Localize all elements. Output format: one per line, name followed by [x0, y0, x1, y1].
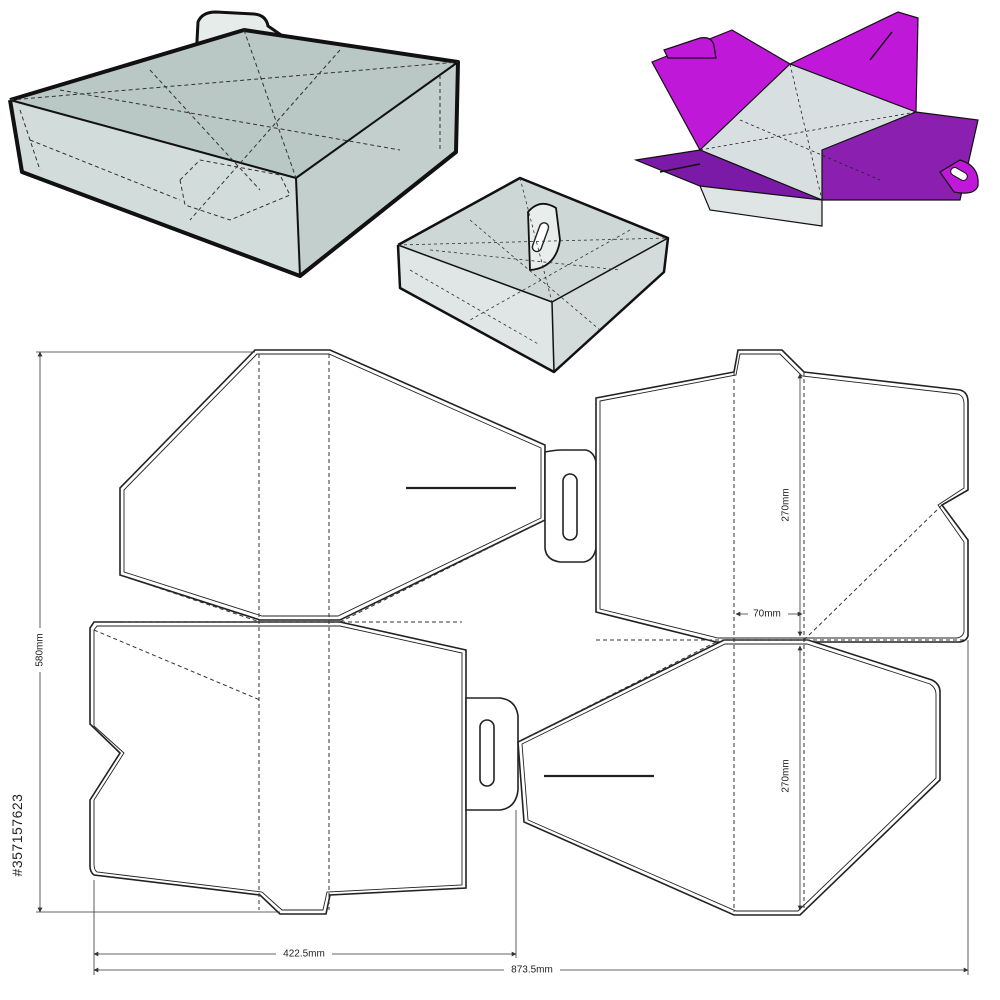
box-large-side [296, 62, 458, 276]
stock-id-label: #357157623 [2, 765, 32, 905]
dim-label-height-total: 580mm [35, 633, 46, 666]
dimension-labels: 580mm 270mm 270mm 70mm 422.5mm 873.5mm [30, 478, 794, 977]
box-3d-large [8, 10, 460, 278]
dieline-flat [89, 349, 969, 916]
box-small-side [552, 238, 668, 372]
dieline-panel-bottom-left [89, 621, 467, 915]
box-3d-small [396, 176, 670, 374]
dim-label-total-width: 873.5mm [511, 965, 553, 976]
dim-label-spine-width: 70mm [753, 609, 781, 620]
open-flap-front-right [821, 111, 979, 201]
dim-label-panel-bottom-height: 270mm [781, 759, 792, 792]
stock-id-text: #357157623 [9, 793, 25, 877]
dieline-panel-bottom-right [517, 639, 941, 916]
dieline-handle-lower-hole [479, 719, 495, 787]
dim-label-half-width: 422.5mm [283, 949, 325, 960]
dieline-fold-lines [93, 354, 964, 912]
dim-label-panel-top-height: 270mm [781, 488, 792, 521]
box-3d-open [633, 11, 979, 227]
box-small-front [398, 245, 554, 372]
dieline-panel-top-left [119, 349, 546, 621]
box-large-front [10, 100, 300, 276]
open-box-front [699, 185, 823, 227]
dieline-handle-upper-hole [562, 473, 578, 541]
